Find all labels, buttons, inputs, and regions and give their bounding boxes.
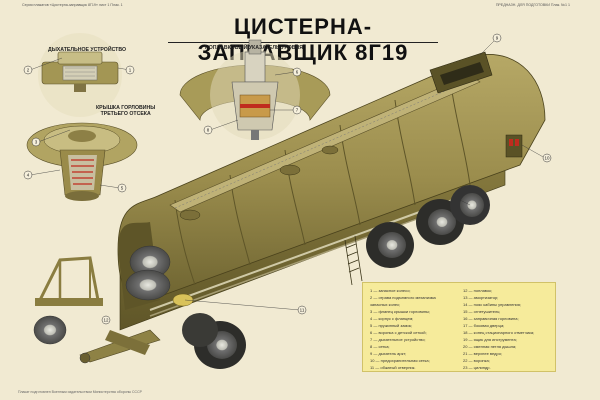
float-gauge-inset (179, 39, 331, 140)
leader-lines (29, 39, 546, 311)
callout-number: 4 (27, 173, 30, 178)
legend-item: 22 — воронка; (463, 358, 490, 363)
callout-number: 10 (544, 156, 550, 161)
legend-item: 10 — предохранительная сетка; (370, 358, 430, 363)
callout-number: 6 (296, 70, 299, 75)
legend-item: 2 — отрава подъемного механизма (370, 295, 436, 300)
callout-number: 11 (300, 308, 305, 313)
legend-item: 11 — обжатый отверник. (370, 365, 416, 370)
title-underline (168, 42, 438, 43)
legend-item: 21 — верхнее ведро; (463, 351, 503, 356)
legend-item: 5 — пружинный замок; (370, 323, 413, 328)
legend-item: 18 — конец стационарного отметчика; (463, 330, 535, 335)
legend-column-left: 1 — запасное колесо; 2 — отрава подъемно… (370, 287, 462, 371)
callout-number: 1 (129, 68, 132, 73)
legend-item: 7 — дыхательное устройство; (370, 337, 426, 342)
legend-item: 3 — фланец крышки горловины; (370, 309, 431, 314)
callout-number: 2 (27, 68, 30, 73)
callout-number: 9 (496, 36, 499, 41)
tank-body (117, 51, 546, 331)
callout-number: 12 (103, 318, 109, 323)
legend-item: 14 — пояс кабины управления; (463, 302, 522, 307)
legend-item: 23 — цилиндр. (463, 365, 491, 370)
callout-markers (23, 33, 552, 325)
legend-item: 15 — огнетушитель; (463, 309, 501, 314)
neck-cover-inset (26, 122, 138, 201)
legend-item: 8 — сетка; (370, 344, 390, 349)
legend-item: 17 — боковая дверца; (463, 323, 505, 328)
spare-wheel-crane (33, 256, 103, 345)
legend-item: 12 — поплавок; (463, 288, 492, 293)
neck-cover-label: КРЫШКА ГОРЛОВИНЫ ТРЕТЬЕГО ОТСЕКА (96, 105, 156, 117)
breather-device-inset (38, 33, 122, 117)
legend-item: 4 — корпус с фланцем; (370, 316, 414, 321)
legend-item: 1 — запасное колесо; (370, 288, 411, 293)
legend-item: 19 — ящик для инструмента; (463, 337, 517, 342)
callout-number: 3 (35, 140, 38, 145)
legend-item: 20 — сменная петля дышла; (463, 344, 517, 349)
top-right-note: ПРЕДНАЗН. ДЛЯ ПОДГОТОВКИ Плак. №1 1 (495, 3, 570, 7)
legend-item: запасных колес; (370, 302, 401, 307)
breather-device-label: ДЫХАТЕЛЬНОЕ УСТРОЙСТВО (48, 47, 127, 53)
legend-item: 6 — воронка с детской сеткой; (370, 330, 427, 335)
legend-box: 1 — запасное колесо; 2 — отрава подъемно… (362, 282, 556, 372)
float-gauge-label: ПОПЛАВКОВЫЙ УКАЗАТЕЛЬ УРОВНЯ (205, 45, 304, 51)
legend-item: 13 — амортизатор; (463, 295, 499, 300)
callout-number: 7 (296, 108, 299, 113)
legend-item: 9 — дыхатель аркт; (370, 351, 407, 356)
callout-number: 8 (207, 128, 210, 133)
legend-item: 16 — заправочная горловина; (463, 316, 519, 321)
footer-note: Плакат подготовлен Военным издательством… (18, 390, 142, 394)
legend-column-right: 12 — поплавок; 13 — амортизатор; 14 — по… (463, 287, 553, 371)
tow-bar (79, 329, 161, 364)
callout-number: 5 (121, 186, 124, 191)
top-left-note: Серия плакатов «Цистерна-заправщик 8Г19»… (22, 3, 123, 7)
